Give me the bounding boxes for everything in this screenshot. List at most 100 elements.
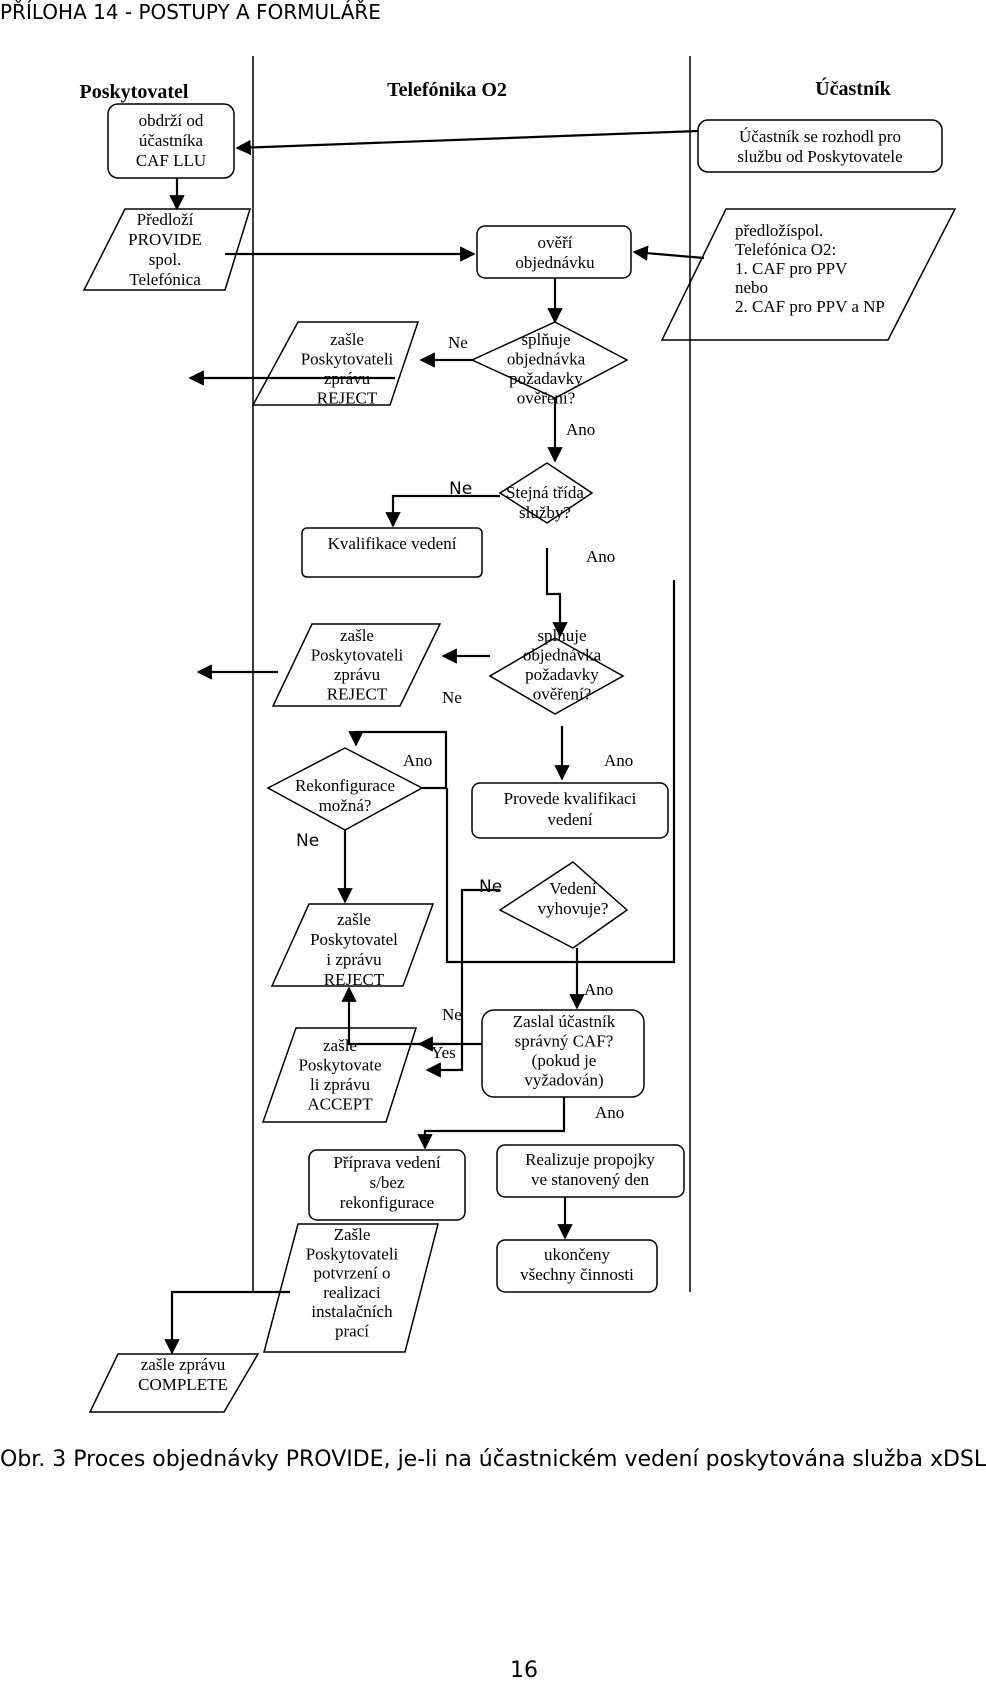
- node-text-line: Předloží: [137, 210, 194, 229]
- node-reject3-shape: [270, 903, 435, 987]
- node-text-line: Vedení: [549, 879, 596, 898]
- label-ano-3: Ano: [403, 751, 432, 770]
- node-text-line: vedení: [547, 810, 593, 829]
- label-ano-4: Ano: [604, 751, 633, 770]
- node-text-line: Poskytovate: [298, 1056, 381, 1075]
- node-splnuje2-shape: [488, 637, 625, 715]
- node-text-line: Poskytovateli: [311, 646, 404, 665]
- node-text-line: REJECT: [317, 389, 378, 408]
- node-text-line: účastníka: [139, 131, 204, 150]
- node-text-line: Provede kvalifikaci: [504, 789, 637, 808]
- node-text-line: ACCEPT: [307, 1095, 373, 1114]
- node-kvalifikace-text: Kvalifikace vedení: [328, 534, 457, 553]
- arrow-zaslal-ano: [417, 1097, 566, 1150]
- node-predlozispol-shape: [660, 208, 957, 341]
- node-text-line: splňuje: [521, 330, 570, 349]
- node-text-line: zašle: [340, 626, 374, 645]
- node-text-line: služby?: [519, 503, 571, 522]
- node-stejna-shape: [498, 462, 594, 524]
- label-ne-4: Ne: [296, 831, 319, 851]
- page-number: 16: [510, 1658, 538, 1683]
- node-text-line: CAF LLU: [136, 151, 206, 170]
- node-complete-shape: [88, 1353, 260, 1413]
- node-accept-shape: [261, 1027, 418, 1123]
- arrow-rekonfigurace-ano: [348, 730, 448, 790]
- arrow-ucastnik-to-obdrzi: [235, 129, 699, 156]
- node-text-line: zašle: [330, 330, 364, 349]
- node-text-line: možná?: [319, 796, 372, 815]
- label-ne-6: Ne: [442, 1005, 462, 1024]
- node-text-line: požadavky: [509, 369, 583, 388]
- node-ucastnik-box: [697, 119, 943, 173]
- node-text-line: vyžadován): [524, 1071, 603, 1090]
- arrow-predlozispol-to-overi: [632, 245, 705, 261]
- node-realizuje-box: [496, 1144, 685, 1198]
- node-text-line: Telefónica O2:: [735, 240, 836, 259]
- node-text-line: realizaci: [323, 1283, 381, 1302]
- node-text-line: (pokud je: [532, 1051, 597, 1070]
- node-provede-text: Provede kvalifikaci vedení: [504, 789, 637, 829]
- label-yes: Yes: [431, 1043, 456, 1062]
- arrow-to-complete: [164, 1290, 290, 1355]
- node-vyhovuje-shape: [498, 861, 629, 949]
- node-text-line: rekonfigurace: [340, 1193, 434, 1212]
- node-text-line: ověření?: [517, 389, 576, 408]
- lane-title-o2: Telefónika O2: [387, 79, 507, 101]
- node-text-line: ověří: [538, 233, 573, 252]
- node-text-line: PROVIDE: [128, 230, 202, 249]
- node-text-line: splňuje: [537, 626, 586, 645]
- node-text-line: i zprávu: [326, 950, 382, 969]
- node-text-line: potvrzení o: [314, 1264, 391, 1283]
- node-text-line: ověření?: [533, 685, 592, 704]
- page-header: PŘÍLOHA 14 - POSTUPY A FORMULÁŘE: [0, 0, 381, 24]
- node-text-line: prací: [335, 1322, 369, 1341]
- label-ano-5: Ano: [584, 980, 613, 999]
- node-text-line: ve stanovený den: [531, 1170, 650, 1189]
- node-text-line: vyhovuje?: [538, 899, 609, 918]
- node-text-line: ukončeny: [544, 1245, 611, 1264]
- node-text-line: Příprava vedení: [333, 1153, 440, 1172]
- arrow-stejna-ne: [385, 494, 500, 528]
- node-text-line: Realizuje propojky: [525, 1150, 655, 1169]
- node-text-line: s/bez: [370, 1173, 405, 1192]
- arrow-stejna-ano: [545, 548, 568, 638]
- node-reject2-shape: [271, 623, 442, 707]
- node-text-line: zašle zprávu: [141, 1355, 226, 1374]
- node-predlozispol-text: předložíspol.Telefónica O2:1. CAF pro PP…: [735, 221, 885, 316]
- node-text-line: všechny činnosti: [520, 1265, 634, 1284]
- flowchart: Poskytovatel Telefónika O2 Účastník: [80, 56, 957, 1413]
- label-ano-6: Ano: [595, 1103, 624, 1122]
- node-text-line: instalačních: [311, 1302, 393, 1321]
- node-text-line: Stejná třída: [506, 483, 584, 502]
- node-text-line: spol.: [149, 250, 182, 269]
- node-text-line: COMPLETE: [138, 1375, 228, 1394]
- connector-right-loop: [445, 580, 676, 964]
- node-text-line: Poskytovatel: [310, 930, 398, 949]
- node-text-line: REJECT: [324, 970, 385, 989]
- node-text-line: správný CAF?: [515, 1032, 614, 1051]
- lane-title-customer: Účastník: [815, 76, 891, 100]
- label-ne-2: Ne: [449, 479, 472, 499]
- node-potvrzeni-shape: [263, 1223, 439, 1353]
- figure-caption: Obr. 3 Proces objednávky PROVIDE, je-li …: [0, 1447, 986, 1472]
- node-text-line: 1. CAF pro PPV: [735, 259, 848, 278]
- node-text-line: zašle: [337, 910, 371, 929]
- node-text-line: Telefónica: [129, 270, 201, 289]
- node-text-line: objednávka: [523, 646, 602, 665]
- node-ukonceny-box: [496, 1239, 658, 1293]
- node-text-line: REJECT: [327, 685, 388, 704]
